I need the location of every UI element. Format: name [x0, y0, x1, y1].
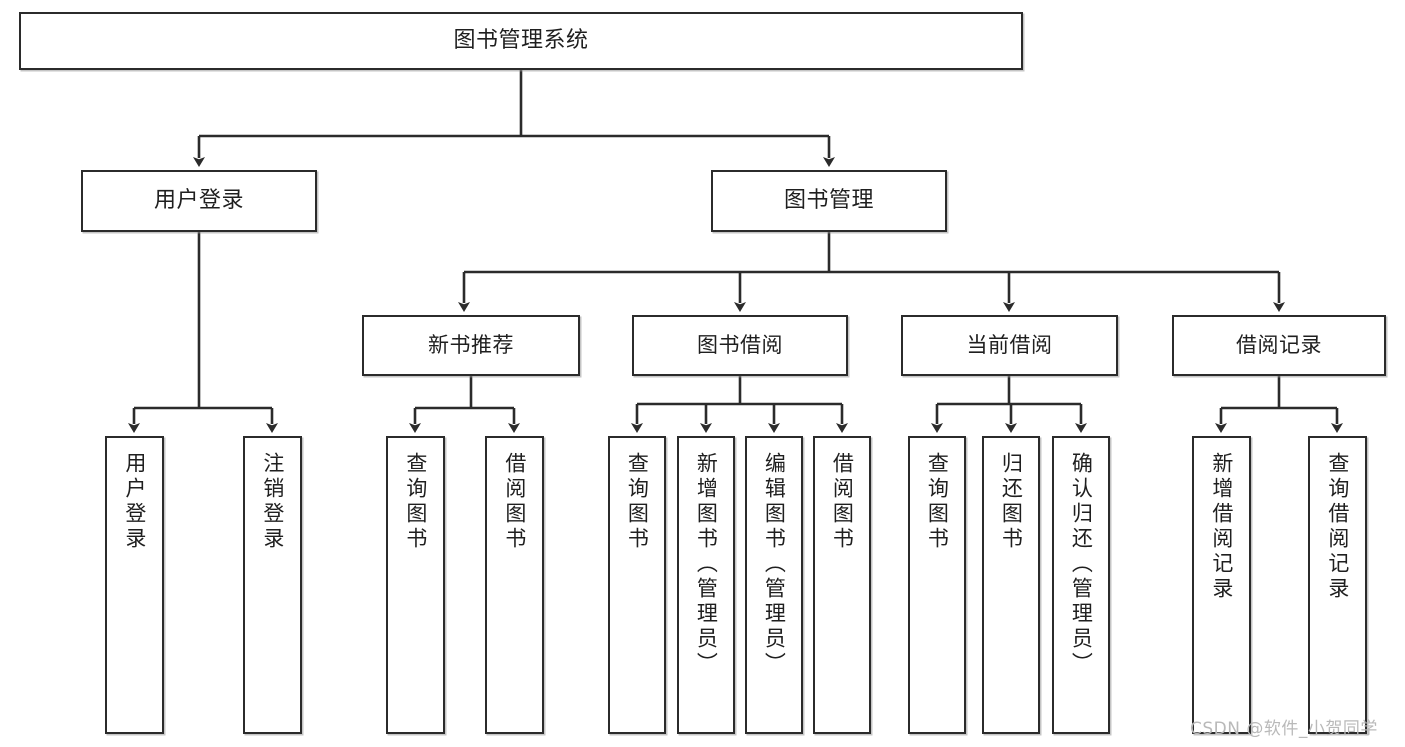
leaf-query-book-borrow[interactable]: 查询图书 [608, 436, 666, 734]
leaf-return-book[interactable]: 归还图书 [982, 436, 1040, 734]
node-new-book-recommend-label: 新书推荐 [428, 333, 514, 358]
leaf-add-borrow-record-label: 新增借阅记录 [1209, 452, 1234, 602]
leaf-borrow-book-new-label: 借阅图书 [502, 452, 527, 552]
leaf-confirm-return-admin-label: 确认归还（管理员） [1069, 452, 1094, 677]
node-borrow-records[interactable]: 借阅记录 [1172, 315, 1386, 376]
leaf-confirm-return-admin[interactable]: 确认归还（管理员） [1052, 436, 1110, 734]
leaf-borrow-book-new[interactable]: 借阅图书 [485, 436, 544, 734]
leaf-logout-label: 注销登录 [260, 452, 285, 552]
node-current-borrow[interactable]: 当前借阅 [901, 315, 1118, 376]
leaf-add-book-admin[interactable]: 新增图书（管理员） [677, 436, 735, 734]
watermark: CSDN @软件_小贺同学 [1190, 719, 1378, 739]
leaf-logout[interactable]: 注销登录 [243, 436, 302, 734]
leaf-query-book-new-label: 查询图书 [403, 452, 428, 552]
leaf-borrow-book-label: 借阅图书 [830, 452, 855, 552]
node-root[interactable]: 图书管理系统 [19, 12, 1023, 70]
leaf-add-borrow-record[interactable]: 新增借阅记录 [1192, 436, 1251, 734]
node-book-borrow[interactable]: 图书借阅 [632, 315, 848, 376]
leaf-add-book-admin-label: 新增图书（管理员） [694, 452, 719, 677]
leaf-query-borrow-record-label: 查询借阅记录 [1325, 452, 1350, 602]
node-borrow-records-label: 借阅记录 [1236, 333, 1322, 358]
leaf-query-borrow-record[interactable]: 查询借阅记录 [1308, 436, 1367, 734]
node-book-management-label: 图书管理 [783, 188, 874, 214]
leaf-user-login-label: 用户登录 [122, 452, 147, 552]
node-user-login-label: 用户登录 [153, 188, 244, 214]
leaf-edit-book-admin[interactable]: 编辑图书（管理员） [745, 436, 803, 734]
leaf-edit-book-admin-label: 编辑图书（管理员） [762, 452, 787, 677]
node-book-management[interactable]: 图书管理 [711, 170, 947, 232]
leaf-query-book-current-label: 查询图书 [925, 452, 950, 552]
node-root-label: 图书管理系统 [453, 28, 589, 54]
leaf-query-book-borrow-label: 查询图书 [625, 452, 650, 552]
leaf-user-login[interactable]: 用户登录 [105, 436, 164, 734]
node-user-login[interactable]: 用户登录 [81, 170, 317, 232]
leaf-query-book-new[interactable]: 查询图书 [386, 436, 445, 734]
leaf-return-book-label: 归还图书 [999, 452, 1024, 552]
node-book-borrow-label: 图书借阅 [697, 333, 783, 358]
node-new-book-recommend[interactable]: 新书推荐 [362, 315, 580, 376]
leaf-borrow-book[interactable]: 借阅图书 [813, 436, 871, 734]
node-current-borrow-label: 当前借阅 [966, 333, 1053, 358]
leaf-query-book-current[interactable]: 查询图书 [908, 436, 966, 734]
